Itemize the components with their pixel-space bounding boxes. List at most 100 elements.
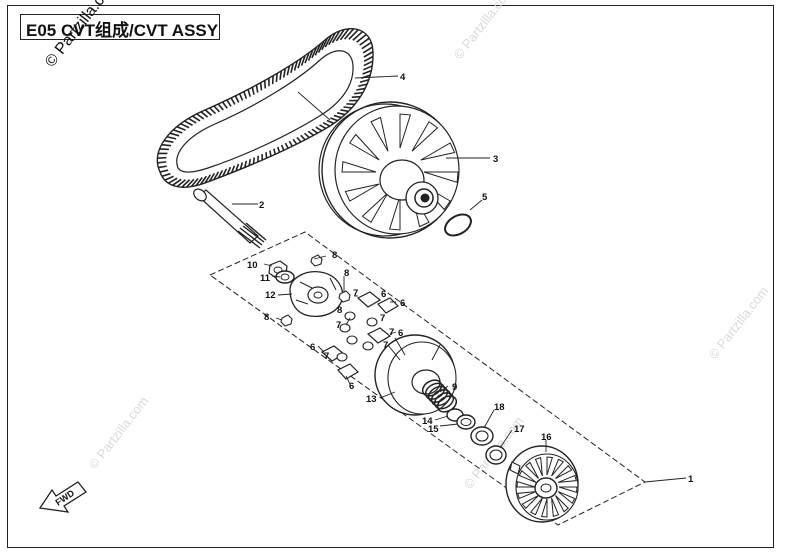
callout-6a: 6 [381,289,386,300]
watermark-text: © Partzilla.com [86,394,152,472]
belt-tooth [192,115,201,122]
belt-tooth [248,158,252,166]
pulley-fin [551,458,565,477]
belt-tooth [251,87,255,95]
belt-tooth [292,138,298,145]
belt-tooth [304,132,310,139]
callout-7e: 7 [383,340,388,351]
belt-tooth [339,28,350,41]
belt-tooth [184,120,193,126]
belt-tooth [361,41,372,50]
belt-tooth [217,103,224,111]
belt-tooth [158,165,167,169]
belt-tooth [333,114,342,119]
belt-tooth [172,178,182,186]
belt-tooth [181,179,191,188]
belt-tooth [176,125,186,131]
pulley-fin [517,491,537,500]
belt-tooth [195,176,203,187]
belt-tooth [317,40,325,53]
belt-tooth [168,177,178,184]
belt-tooth [180,123,190,129]
belt-tooth [186,178,195,188]
diagram-title: E05 CVT组成/CVT ASSY [26,21,219,40]
callout-6c: 6 [398,328,403,339]
belt-tooth [363,51,374,58]
belt-tooth [276,146,281,153]
belt-tooth [307,130,314,137]
belt-tooth [344,28,355,40]
callout-18: 18 [494,402,505,413]
callout-7b: 7 [336,320,341,331]
belt-tooth [335,29,345,42]
belt-tooth [161,172,171,178]
belt-tooth [290,63,295,74]
callout-7d: 7 [389,327,394,338]
callout-8a: 8 [332,250,337,261]
belt-tooth [284,142,289,149]
pulley-fin [388,195,401,231]
o-ring [444,213,472,237]
belt-tooth [213,171,220,181]
belt-tooth [159,169,169,173]
callout-14: 14 [422,416,433,427]
leader-lines [232,75,687,483]
pulley-fin [555,465,573,479]
belt-tooth [362,69,372,75]
title-box [20,14,220,40]
belt-tooth [239,162,244,170]
belt-tooth [356,33,367,43]
belt-tooth [319,124,327,130]
belt-tooth [330,117,338,122]
long-bolt [193,188,267,249]
pulley-fin [349,133,380,161]
belt-tooth [213,105,220,113]
belt-tooth [311,46,318,59]
pulley-fin [516,480,536,488]
belt-tooth [190,177,199,188]
pulley-fin [551,497,560,517]
belt-tooth [359,78,370,84]
belt-tooth [351,95,361,99]
belt-tooth [321,37,329,51]
belt-tooth [331,30,341,44]
diagram-frame [7,5,774,548]
pulley-fin [534,457,543,477]
pulley-fin [540,498,548,518]
pulley-fin [399,113,412,149]
belt-tooth [255,84,259,93]
belt-tooth [166,135,177,140]
belt-tooth [354,91,363,95]
belt-tooth [247,89,251,97]
belt-tooth [307,49,314,61]
belt-tooth [243,91,248,99]
callout-6e: 6 [349,381,354,392]
belt-tooth [282,68,287,78]
pulley-fin [525,461,539,479]
callout-13: 13 [366,394,377,405]
pulley-fin [341,160,377,173]
belt-tooth [173,129,183,134]
belt-tooth [352,30,364,41]
belt-tooth [199,175,207,185]
belt-tooth [238,93,244,101]
belt-tooth [164,175,174,181]
callout-6d: 6 [310,342,315,353]
pulley-fin [557,491,576,505]
pulley-fin [558,486,578,494]
belt-tooth [288,140,294,147]
belt-tooth [221,101,228,109]
belt-tooth [230,97,236,105]
callout-2: 2 [259,200,264,211]
belt-tooth [176,179,186,188]
belt-tooth [157,161,167,164]
callout-6b: 6 [400,298,405,309]
belt-tooth [363,55,374,62]
callout-15: 15 [428,424,439,435]
callout-1: 1 [688,474,694,485]
belt-tooth [297,57,302,69]
belt-tooth [322,122,331,127]
pulley-fin [557,474,577,483]
pulley-fin [344,183,380,202]
callout-4: 4 [400,72,406,83]
